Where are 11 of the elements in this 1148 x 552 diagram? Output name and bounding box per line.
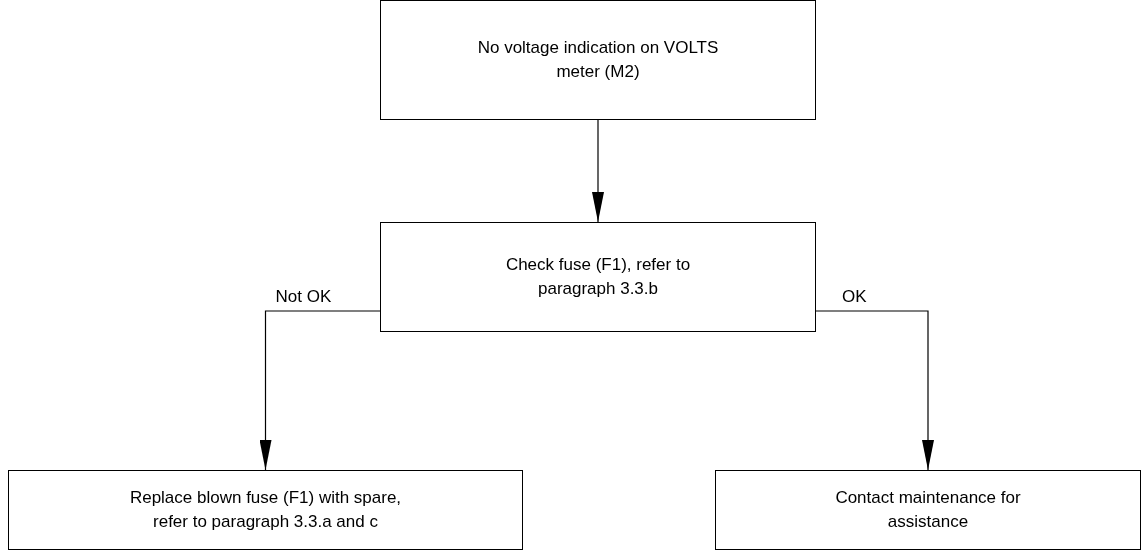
process-box [380, 222, 816, 332]
arrow [592, 119, 604, 223]
node-text: Check fuse (F1), refer to paragraph 3.3.b [504, 254, 692, 300]
process-box [380, 0, 816, 120]
arrow [815, 310, 934, 471]
process-box [8, 470, 523, 550]
process-box [715, 470, 1141, 550]
node-text: Replace blown fuse (F1) with spare, refer to paragraph 3.3.a and c [128, 487, 403, 533]
node-text: No voltage indication on VOLTS meter (M2) [476, 37, 720, 83]
arrow [259, 310, 381, 471]
node-text: Contact maintenance for assistance [834, 487, 1022, 533]
